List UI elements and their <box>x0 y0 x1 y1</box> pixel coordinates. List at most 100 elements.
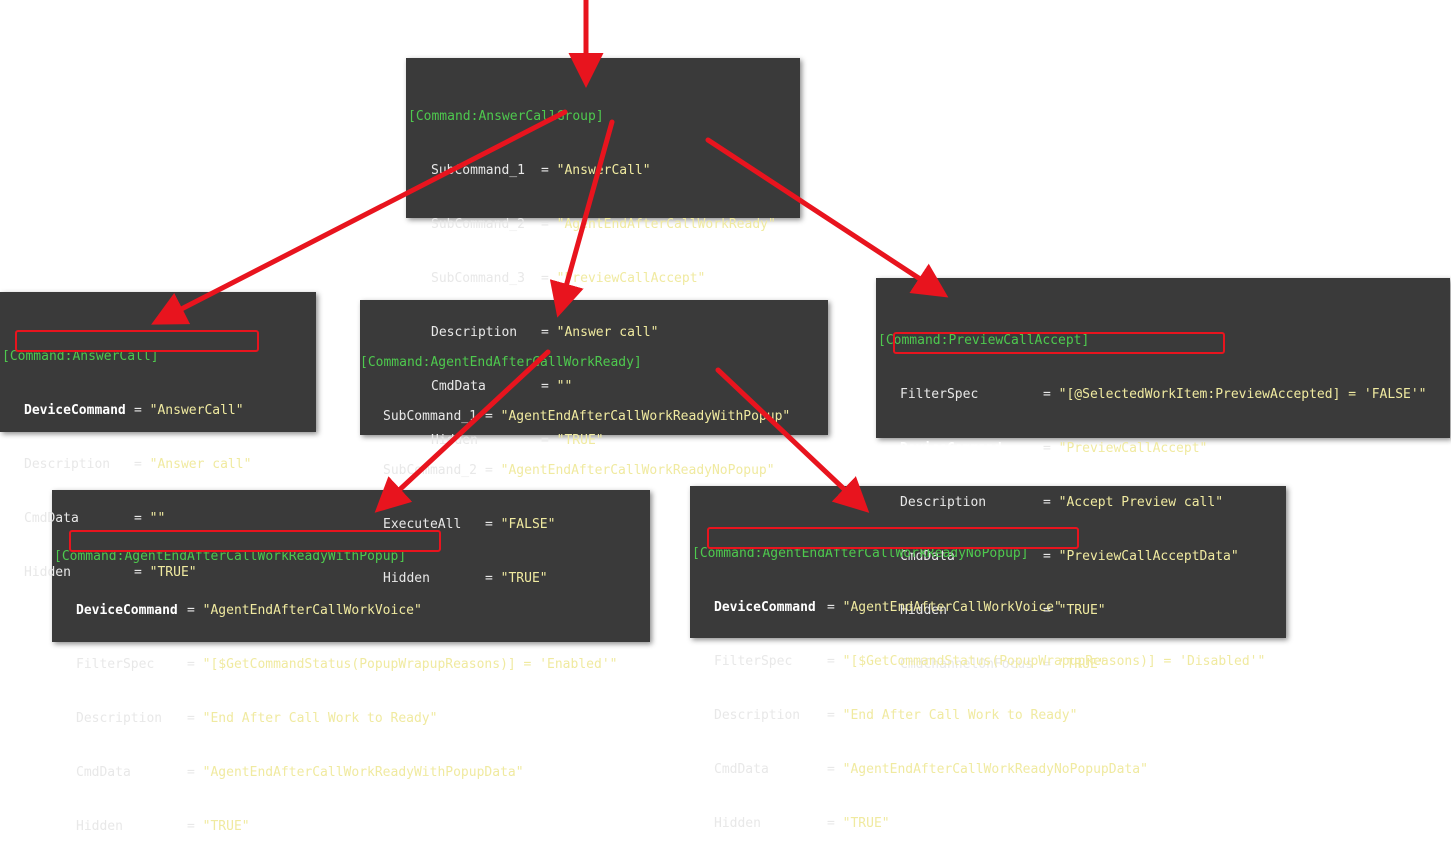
row-key: DeviceCommand <box>76 603 178 618</box>
row-key: DeviceCommand <box>24 403 126 418</box>
row-value: "AnswerCall" <box>149 403 244 418</box>
code-row: Hidden= "TRUE" <box>900 603 1106 618</box>
code-agent-end-after-call-work-ready: [Command:AgentEndAfterCallWorkReady] Sub… <box>360 318 790 606</box>
row-value: "" <box>556 379 573 394</box>
row-key: Description <box>714 708 801 723</box>
highlight-box-with-popup <box>69 530 441 552</box>
row-key: CmdData <box>24 511 79 526</box>
row-key: DeviceCommand <box>900 441 1002 456</box>
row-key: SubCommand_2 <box>431 217 525 232</box>
highlight-box-answer-call <box>15 330 259 352</box>
row-value: "" <box>149 511 166 526</box>
row-key: SubCommand_2 <box>383 463 477 478</box>
row-key: Hidden <box>383 571 430 586</box>
panel-with-popup <box>52 490 650 642</box>
row-value: "TRUE" <box>1058 603 1106 618</box>
code-row: DeviceCommand= "AnswerCall" <box>24 403 244 418</box>
row-key: Hidden <box>24 565 71 580</box>
group-header: [Command:PreviewCallAccept] <box>878 333 1090 348</box>
code-row: DeviceCommand= "PreviewCallAccept" <box>900 441 1208 456</box>
row-key: FilterSpec <box>900 387 979 402</box>
arrow-to-answer-call <box>151 109 568 325</box>
code-row: Hidden= "TRUE" <box>76 819 250 834</box>
row-key: CmdData <box>714 762 769 777</box>
code-row: Description= "Accept Preview call" <box>900 495 1224 510</box>
row-value: "AgentEndAfterCallWorkVoice" <box>202 603 422 618</box>
row-value: "Answer call" <box>149 457 252 472</box>
row-value: "End After Call Work to Ready" <box>842 708 1078 723</box>
row-value: "AgentEndAfterCallWorkVoice" <box>842 600 1062 615</box>
code-row: Description= "End After Call Work to Rea… <box>76 711 438 726</box>
code-row: ExecuteAll= "FALSE" <box>383 517 556 532</box>
row-value: "Answer call" <box>556 325 659 340</box>
code-row: SubCommand_2= "AgentEndAfterCallWorkRead… <box>383 463 775 478</box>
code-row: CmdData= "" <box>24 511 166 526</box>
row-key: CmdData <box>431 379 486 394</box>
group-header: [Command:AnswerCallGroup] <box>408 109 604 124</box>
row-value: "AnswerCall" <box>556 163 651 178</box>
row-key: Hidden <box>76 819 123 834</box>
row-value: "AgentEndAfterCallWorkReady" <box>556 217 776 232</box>
row-key: CmdData <box>76 765 131 780</box>
row-value: "AgentEndAfterCallWorkReadyNoPopupData" <box>842 762 1148 777</box>
arrow-to-preview-accept <box>705 137 949 298</box>
row-key: Description <box>431 325 518 340</box>
code-row: FilterSpec= "[@SelectedWorkItem:PreviewA… <box>900 387 1427 402</box>
arrow-to-no-popup <box>715 367 870 513</box>
code-answer-call: [Command:AnswerCall] DeviceCommand= "Ans… <box>2 312 251 600</box>
code-row: Hidden= "TRUE" <box>24 565 197 580</box>
code-row: DeviceCommand= "AgentEndAfterCallWorkVoi… <box>714 600 1062 615</box>
panel-no-popup <box>690 486 1286 638</box>
row-value: "TRUE" <box>149 565 197 580</box>
panel-agent-end-after-call-work-ready <box>360 300 828 435</box>
code-row: CmdData= "" <box>431 379 573 394</box>
row-key: Description <box>76 711 163 726</box>
row-value: "AgentEndAfterCallWorkReadyWithPopup" <box>500 409 791 424</box>
highlight-box-preview-call-accept <box>893 332 1225 354</box>
row-value: "TRUE" <box>500 571 548 586</box>
row-value: "End After Call Work to Ready" <box>202 711 438 726</box>
row-key: Description <box>24 457 111 472</box>
code-row: CmdData= "AgentEndAfterCallWorkReadyWith… <box>76 765 524 780</box>
group-header: [Command:AgentEndAfterCallWorkReadyWithP… <box>54 549 407 564</box>
row-key: Hidden <box>900 603 947 618</box>
code-row: CmdData= "AgentEndAfterCallWorkReadyNoPo… <box>714 762 1148 777</box>
row-value: "TRUE" <box>556 433 604 448</box>
code-answer-call-group: [Command:AnswerCallGroup] SubCommand_1= … <box>408 72 776 468</box>
row-key: ExecuteAll <box>383 517 462 532</box>
row-value: "[@SelectedWorkItem:PreviewAccepted] = '… <box>1058 387 1427 402</box>
row-key: Description <box>900 495 987 510</box>
row-key: CmdData <box>900 549 955 564</box>
row-value: "PreviewCallAcceptData" <box>1058 549 1239 564</box>
row-value: "FALSE" <box>500 517 556 532</box>
code-row: SubCommand_2= "AgentEndAfterCallWorkRead… <box>431 217 776 232</box>
row-key: SubCommand_1 <box>383 409 477 424</box>
group-header: [Command:AnswerCall] <box>2 349 159 364</box>
row-value: "TRUE" <box>842 816 890 831</box>
row-value: "PreviewCallAccept" <box>1058 441 1208 456</box>
row-value: "AgentEndAfterCallWorkReadyWithPopupData… <box>202 765 524 780</box>
group-header: [Command:AgentEndAfterCallWorkReadyNoPop… <box>692 546 1029 561</box>
row-key: Hidden <box>714 816 761 831</box>
row-value: "Accept Preview call" <box>1058 495 1224 510</box>
row-value: "TRUE" <box>202 819 250 834</box>
code-row: CmdData= "PreviewCallAcceptData" <box>900 549 1239 564</box>
code-row: Description= "Answer call" <box>24 457 252 472</box>
code-row: SubCommand_1= "AgentEndAfterCallWorkRead… <box>383 409 791 424</box>
group-header: [Command:AgentEndAfterCallWorkReady] <box>360 355 642 370</box>
code-row: Description= "Answer call" <box>431 325 659 340</box>
code-row: DeviceCommand= "AgentEndAfterCallWorkVoi… <box>76 603 422 618</box>
code-row: Hidden= "TRUE" <box>714 816 890 831</box>
highlight-box-no-popup <box>707 527 1079 549</box>
code-row: Hidden= "TRUE" <box>383 571 548 586</box>
arrow-to-with-popup <box>374 349 551 513</box>
arrow-to-acw-ready <box>549 119 615 318</box>
panel-preview-call-accept <box>876 278 1450 438</box>
connector-arrows <box>151 0 949 513</box>
code-row: Description= "End After Call Work to Rea… <box>714 708 1078 723</box>
row-value: "AgentEndAfterCallWorkReadyNoPopup" <box>500 463 775 478</box>
row-key: DeviceCommand <box>714 600 816 615</box>
code-row: SubCommand_3= "PreviewCallAccept" <box>431 271 706 286</box>
row-value: "PreviewCallAccept" <box>556 271 706 286</box>
row-key: SubCommand_3 <box>431 271 525 286</box>
